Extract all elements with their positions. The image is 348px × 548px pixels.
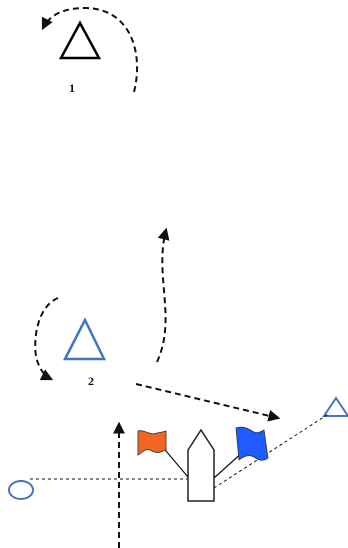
pin-end-buoy-icon [8, 480, 34, 500]
starboard-flag [213, 426, 269, 479]
mark-1-rounding-path [41, 6, 138, 93]
reach-leg-path [135, 383, 281, 422]
flag-icon [235, 426, 269, 461]
mark-2: 2 [62, 317, 106, 388]
mark-2-rounding-path [34, 297, 59, 381]
offset-mark-icon [322, 396, 348, 417]
triangle-mark-icon [58, 20, 102, 60]
upwind-leg-path [156, 227, 170, 363]
flag-icon [137, 430, 167, 456]
mark-1-label: 1 [69, 81, 75, 95]
mark-2-label: 2 [88, 374, 94, 388]
boat-icon [187, 428, 215, 502]
committee-boat [187, 428, 215, 502]
start-line-extension [213, 412, 331, 489]
triangle-mark-icon [62, 317, 106, 361]
mark-1: 1 [58, 20, 102, 95]
port-flag [137, 430, 189, 478]
